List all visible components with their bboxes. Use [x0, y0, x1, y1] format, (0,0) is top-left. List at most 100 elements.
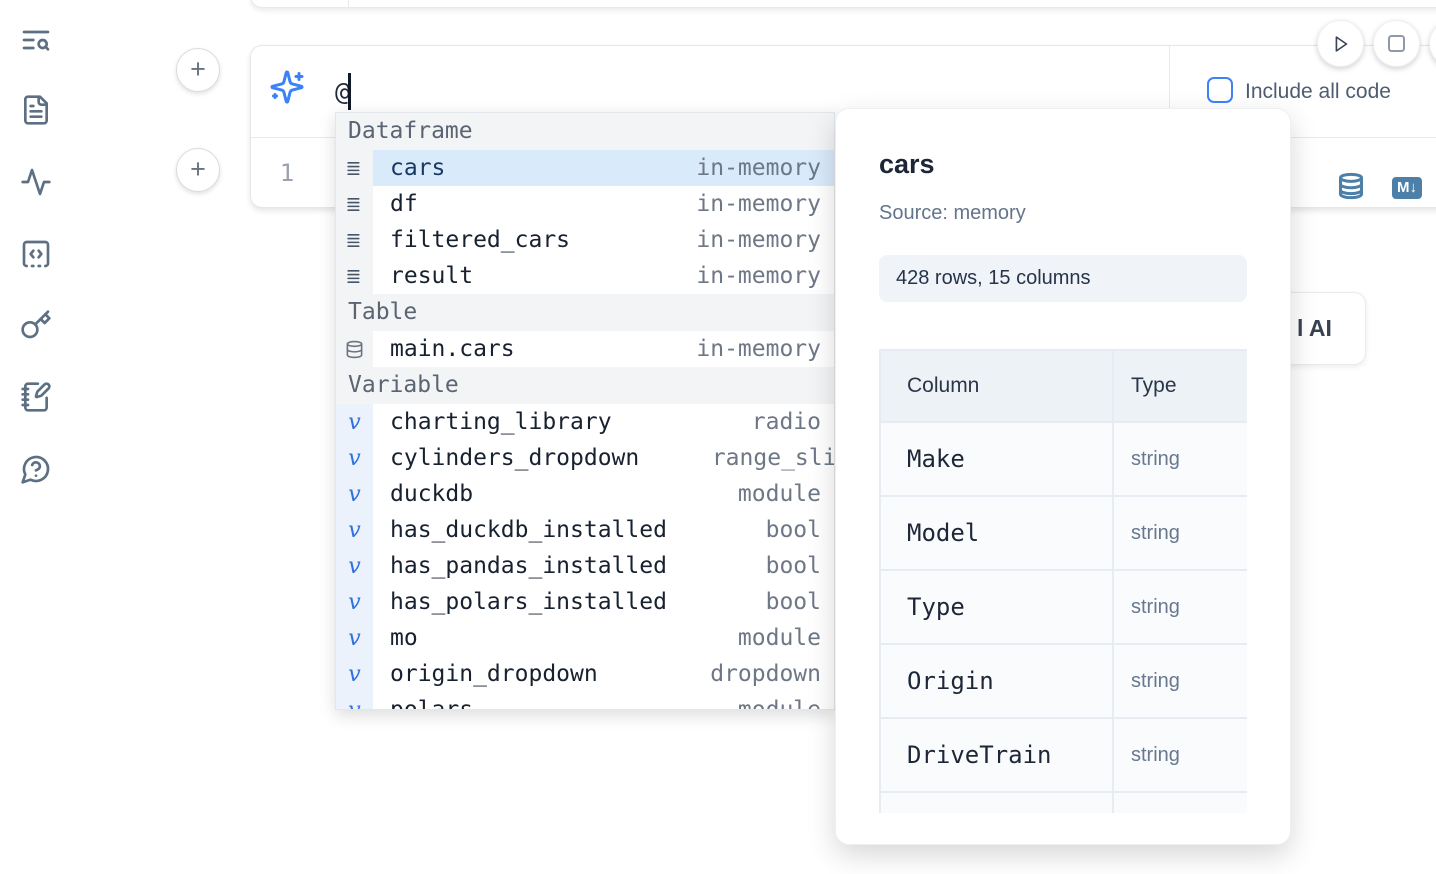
completion-item-filtered-cars[interactable]: filtered_cars in-memory: [336, 222, 834, 258]
variable-icon: v: [348, 697, 361, 710]
completion-item-label: has_polars_installed: [390, 589, 667, 615]
completion-item-mo[interactable]: v mo module: [336, 620, 834, 656]
table-cell-type: string: [1114, 423, 1247, 497]
completion-item-detail: dropdown: [710, 661, 821, 687]
completion-item-label: cylinders_dropdown: [390, 445, 640, 471]
completion-item-detail: in-memory: [696, 263, 821, 289]
add-cell-button-top[interactable]: +: [176, 48, 220, 92]
activity-icon[interactable]: [20, 166, 52, 198]
preview-source: Source: memory: [879, 202, 1026, 224]
completion-item-detail: module: [737, 481, 821, 507]
table-cell-column: Make: [881, 423, 1114, 497]
run-cell-button[interactable]: [1317, 20, 1364, 67]
ai-prompt-input[interactable]: @: [335, 77, 351, 106]
variable-icon: v: [348, 445, 361, 471]
completion-item-detail: in-memory: [696, 227, 821, 253]
completion-item-detail: bool: [765, 553, 821, 579]
completion-item-origin-dropdown[interactable]: v origin_dropdown dropdown: [336, 656, 834, 692]
add-cell-button-bottom[interactable]: +: [176, 148, 220, 192]
table-cell-type: string: [1114, 645, 1247, 719]
table-cell-type: string: [1114, 497, 1247, 571]
table-cell-column: DriveTrain: [881, 719, 1114, 793]
code-snippet-icon[interactable]: [20, 238, 52, 270]
completion-item-label: polars: [390, 697, 474, 710]
completion-item-has-polars-installed[interactable]: v has_polars_installed bool: [336, 584, 834, 620]
table-cell-type: string: [1114, 571, 1247, 645]
completion-item-detail: module: [737, 697, 821, 710]
completion-item-detail: range_slider: [711, 445, 835, 471]
completion-item-detail: in-memory: [696, 336, 821, 362]
table-cell-column: [881, 793, 1114, 813]
include-all-code-label[interactable]: Include all code: [1245, 80, 1391, 103]
completion-item-label: result: [390, 263, 474, 289]
preview-shape-badge: 428 rows, 15 columns: [879, 255, 1247, 302]
play-icon: [1335, 35, 1347, 52]
table-cell-column: Type: [881, 571, 1114, 645]
notebook-pen-icon[interactable]: [20, 381, 52, 413]
completion-item-has-pandas-installed[interactable]: v has_pandas_installed bool: [336, 548, 834, 584]
stop-icon: [1388, 35, 1405, 52]
completion-item-detail: in-memory: [696, 155, 821, 181]
completion-item-cars[interactable]: cars in-memory: [336, 150, 834, 186]
completion-item-label: cars: [390, 155, 446, 181]
completion-item-df[interactable]: df in-memory: [336, 186, 834, 222]
completion-item-detail: in-memory: [696, 191, 821, 217]
variable-icon: v: [348, 661, 361, 687]
completion-item-main-cars[interactable]: main.cars in-memory: [336, 331, 834, 367]
completion-dropdown: Dataframe cars in-memory df in-memory fi…: [335, 112, 835, 710]
completion-section-table: Table: [336, 294, 834, 331]
markdown-icon[interactable]: M↓: [1392, 177, 1422, 199]
completion-item-detail: bool: [765, 589, 821, 615]
completion-item-detail: radio: [751, 409, 821, 435]
text-cursor: [348, 73, 351, 110]
completion-item-label: filtered_cars: [390, 227, 571, 253]
previous-cell-edge: [250, 0, 1436, 8]
completion-item-label: has_pandas_installed: [390, 553, 667, 579]
variable-icon: v: [348, 553, 361, 579]
variable-icon: v: [348, 517, 361, 543]
completion-item-label: mo: [390, 625, 418, 651]
table-cell-type: string: [1114, 719, 1247, 793]
preview-schema-table: Column Type Make string Model string Typ…: [879, 349, 1247, 813]
table-cell-column: Model: [881, 497, 1114, 571]
key-icon[interactable]: [20, 309, 52, 341]
help-chat-icon[interactable]: [20, 453, 52, 485]
dataframe-icon: [347, 161, 360, 175]
file-text-icon[interactable]: [20, 94, 52, 126]
sparkles-ai-icon: [270, 70, 304, 104]
dataframe-icon: [347, 197, 360, 211]
include-all-code-checkbox[interactable]: [1207, 77, 1233, 103]
code-line-number: 1: [279, 159, 295, 187]
dataframe-preview-panel: cars Source: memory 428 rows, 15 columns…: [835, 108, 1291, 845]
variable-icon: v: [348, 589, 361, 615]
completion-item-detail: module: [737, 625, 821, 651]
database-icon[interactable]: [1337, 172, 1365, 200]
table-cell-column: Origin: [881, 645, 1114, 719]
completion-item-label: duckdb: [390, 481, 474, 507]
completion-item-label: charting_library: [390, 409, 612, 435]
text-search-icon[interactable]: [20, 24, 52, 56]
prompt-options-divider: [1169, 46, 1170, 137]
dataframe-icon: [347, 233, 360, 247]
completion-item-detail: bool: [765, 517, 821, 543]
table-cell-type: [1114, 793, 1247, 813]
completion-item-charting-library[interactable]: v charting_library radio: [336, 404, 834, 440]
variable-icon: v: [348, 409, 361, 435]
completion-item-label: df: [390, 191, 418, 217]
completion-item-duckdb[interactable]: v duckdb module: [336, 476, 834, 512]
variable-icon: v: [348, 625, 361, 651]
completion-item-has-duckdb-installed[interactable]: v has_duckdb_installed bool: [336, 512, 834, 548]
preview-title: cars: [879, 149, 935, 179]
previous-cell-divider: [348, 0, 349, 8]
type-header: Type: [1114, 351, 1247, 423]
completion-item-result[interactable]: result in-memory: [336, 258, 834, 294]
completion-item-cylinders-dropdown[interactable]: v cylinders_dropdown range_slider: [336, 440, 834, 476]
variable-icon: v: [348, 481, 361, 507]
completion-item-partial[interactable]: v polars module: [336, 692, 834, 710]
completion-item-label: main.cars: [390, 336, 515, 362]
completion-item-label: origin_dropdown: [390, 661, 598, 687]
stop-button[interactable]: [1373, 20, 1420, 67]
column-header: Column: [881, 351, 1114, 423]
completion-section-dataframe: Dataframe: [336, 113, 834, 150]
